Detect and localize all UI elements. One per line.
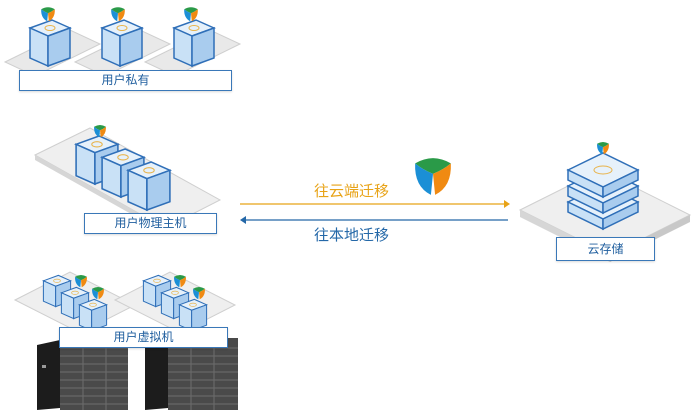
physical-label: 用户物理主机 (84, 213, 217, 234)
to-cloud-label: 往云端迁移 (314, 182, 390, 200)
to-local-label: 往本地迁移 (314, 226, 390, 244)
logo-icon (91, 286, 105, 300)
logo-icon (192, 286, 206, 300)
virtual-label: 用户虚拟机 (59, 327, 228, 348)
cloud-storage-label: 云存储 (556, 237, 655, 261)
logo-icon (173, 274, 187, 288)
private-label: 用户私有 (19, 70, 232, 91)
logo-icon (74, 274, 88, 288)
logo-icon (596, 141, 610, 155)
